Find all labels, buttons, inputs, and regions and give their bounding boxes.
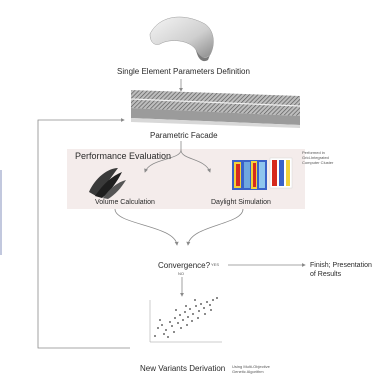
scatter-plot-icon (149, 297, 222, 343)
genetic-note-line1: Using Multi-Objective (232, 364, 270, 369)
daylight-heatmap-icon (232, 157, 293, 190)
left-edge-mark (0, 170, 2, 255)
convergence-yes-label: YES (211, 262, 220, 267)
daylight-simulation-label: Daylight Simulation (211, 199, 271, 206)
performed-note-line3: Computer Cluster (302, 160, 334, 165)
arrow-volume-to-convergence (114, 208, 179, 246)
single-element-label: Single Element Parameters Definition (117, 67, 250, 76)
convergence-no-label: NO (178, 271, 184, 276)
volume-shell-icon (89, 168, 126, 199)
3d-shell-element-icon (149, 16, 214, 62)
arrow-facade-to-daylight (180, 149, 211, 173)
finish-label-line2: of Results (310, 271, 342, 278)
performed-note-line1: Performed in (302, 150, 325, 155)
volume-calculation-label: Volume Calculation (95, 199, 155, 206)
genetic-note-line2: Genetic Algorithm (232, 369, 264, 374)
convergence-label: Convergence? (158, 261, 211, 270)
facade-mesh-icon (130, 90, 301, 128)
finish-label-line1: Finish; Presentation (310, 262, 372, 269)
parametric-facade-label: Parametric Facade (150, 131, 218, 140)
arrow-loop-to-facade (37, 118, 130, 349)
new-variants-label: New Variants Derivation (140, 364, 226, 373)
flow-arrows (37, 79, 306, 349)
arrow-daylight-to-convergence (186, 208, 244, 246)
performed-note-line2: Grid-Integrated (302, 155, 329, 160)
arrow-facade-to-volume (144, 149, 182, 173)
performance-evaluation-label: Performance Evaluation (75, 151, 172, 161)
